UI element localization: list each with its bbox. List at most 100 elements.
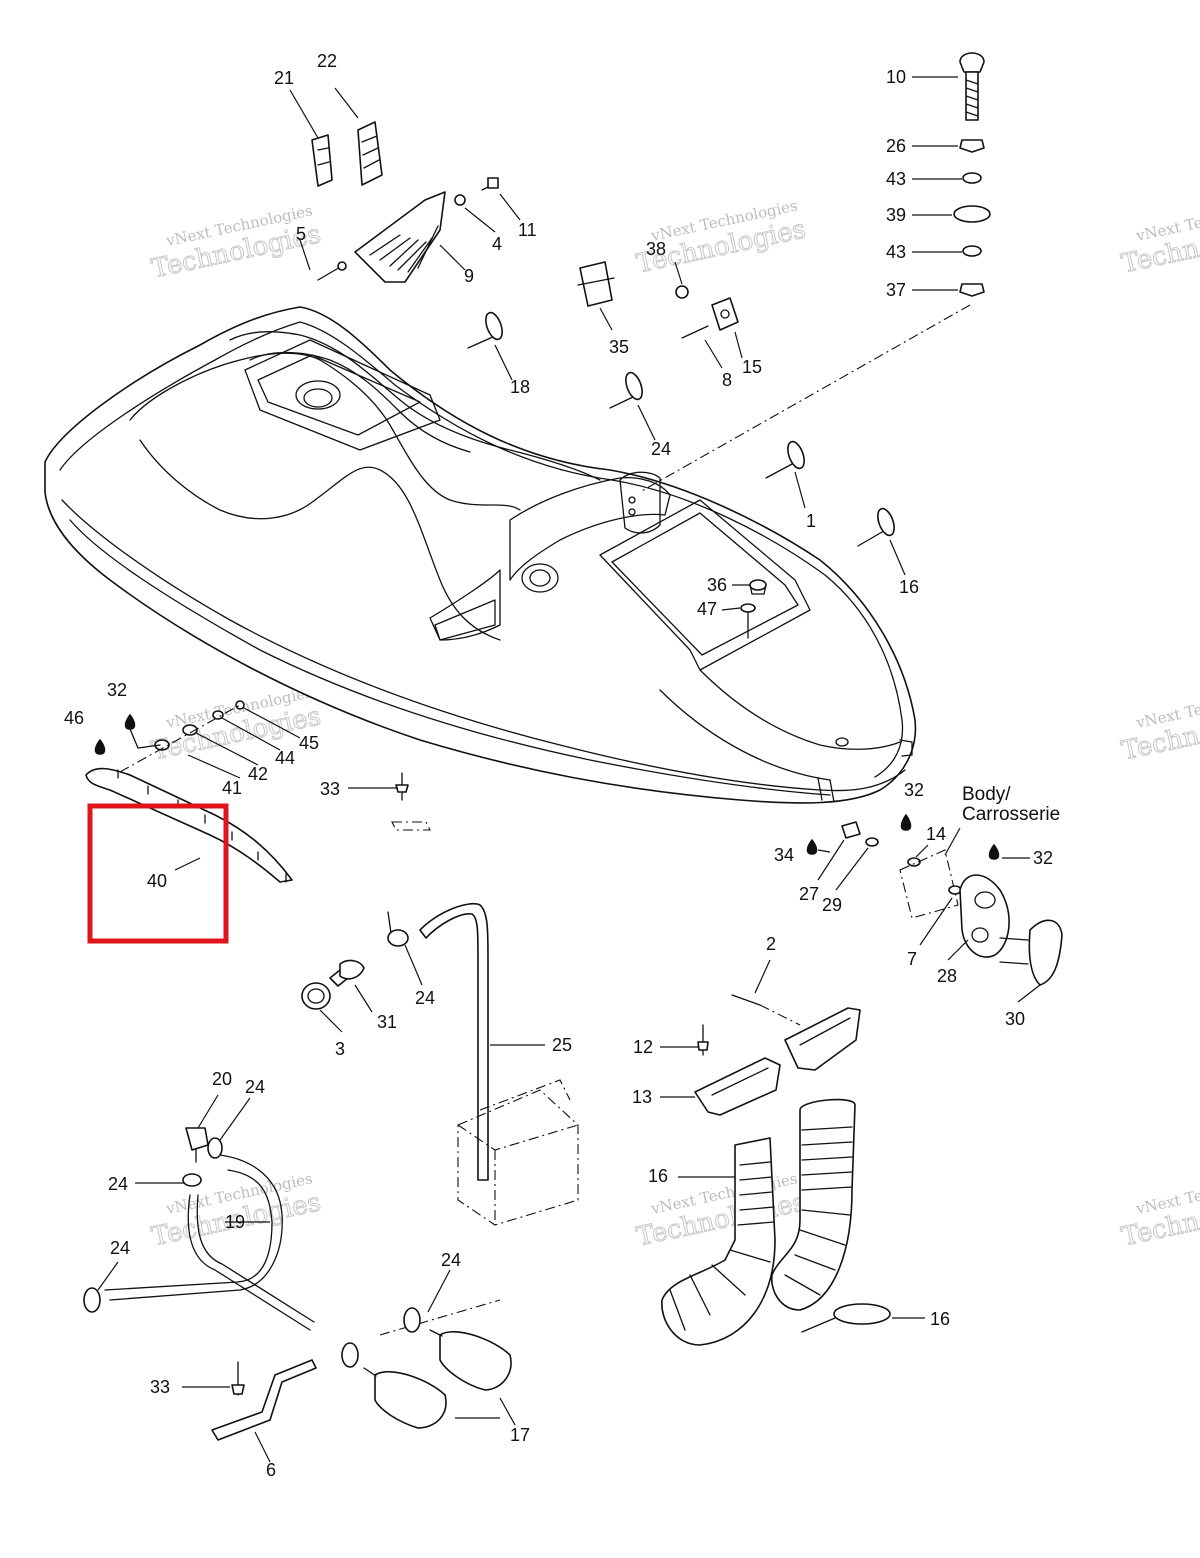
callout-27: 27 (799, 884, 819, 904)
part-9-vent-grille (354, 191, 446, 283)
callout-11: 11 (518, 220, 537, 240)
part-25-hose (419, 903, 489, 1181)
callout-24: 24 (108, 1174, 128, 1194)
part-38-fastener (675, 285, 689, 299)
leader-lines (97, 76, 1041, 1463)
watermark: vNext Technologies Technologies (1118, 1169, 1200, 1253)
part-24-clamp (207, 1137, 223, 1159)
body-mount-area (899, 849, 959, 919)
part-20-hose (104, 1154, 315, 1331)
part-24-cable-tie (387, 911, 409, 947)
part-33-rivet (231, 1361, 245, 1396)
callout-labels: 10 26 43 39 43 37 21 22 5 9 4 11 38 35 1… (64, 51, 1060, 1480)
callout-21: 20 (212, 1069, 232, 1089)
callout-20: 19 (225, 1212, 245, 1232)
part-28-housing (959, 874, 1010, 958)
part-18-bottles (363, 1329, 512, 1429)
callout-12: 12 (633, 1037, 653, 1057)
highlight-box-part-40 (87, 803, 229, 944)
callout-39: 39 (886, 205, 906, 225)
callout-4: 4 (492, 234, 502, 254)
callout-22: 21 (274, 68, 294, 88)
callout-45: 45 (299, 733, 319, 753)
callout-35: 35 (609, 337, 629, 357)
callout-25: 25 (552, 1035, 572, 1055)
callout-47: 47 (697, 599, 717, 619)
callout-43: 43 (886, 242, 906, 262)
part-37-nut (959, 283, 985, 297)
part-29-washer (865, 837, 879, 847)
part-10-bolt (959, 52, 985, 121)
callout-28: 28 (937, 966, 957, 986)
watermark: vNext Technologies Technologies (1118, 196, 1200, 280)
part-14-washer (907, 857, 921, 867)
part-23-clip (357, 121, 383, 186)
callout-19: 18 (510, 377, 530, 397)
part-40-rub-rail (85, 767, 293, 883)
part-1-cable-tie (765, 440, 805, 479)
callout-3: 3 (335, 1039, 345, 1059)
part-39-washer (953, 205, 991, 223)
callout-16: 16 (899, 577, 919, 597)
sealant-drop-icon (806, 839, 818, 855)
hull-body (44, 306, 917, 804)
part-21-elbow (185, 1127, 209, 1163)
part-17-vent-ducts (661, 1098, 856, 1346)
callout-24: 24 (651, 439, 671, 459)
part-24-clamp (341, 1342, 359, 1368)
callout-40: 40 (147, 871, 167, 891)
part-16-cable-tie (801, 1303, 891, 1333)
part-12-rivet (697, 1024, 709, 1056)
callout-24: 24 (245, 1077, 265, 1097)
callout-16: 16 (930, 1309, 950, 1329)
part-24-cable-tie (609, 371, 643, 409)
callout-5: 5 (296, 224, 306, 244)
part-15-plate (711, 297, 739, 331)
callout-18: 17 (510, 1425, 530, 1445)
callout-24: 24 (110, 1238, 130, 1258)
part-8-screw (681, 325, 709, 339)
section-title: Carrosserie (962, 804, 1060, 825)
part-35-clip (577, 261, 615, 307)
watermark: vNext Technologies Technologies (1118, 683, 1200, 767)
callout-43: 43 (886, 169, 906, 189)
sealant-drop-icon (988, 844, 1000, 860)
callout-14: 14 (926, 824, 946, 844)
callout-9: 9 (464, 266, 474, 286)
part-27-nut (841, 821, 861, 839)
callout-17: 16 (648, 1166, 668, 1186)
part-6-bracket (211, 1359, 317, 1441)
callout-46: 46 (64, 708, 84, 728)
part-31-fitting (329, 959, 365, 987)
callout-26: 26 (886, 136, 906, 156)
callout-36: 36 (707, 575, 727, 595)
battery-outline (457, 1079, 579, 1226)
part-24-clamp (83, 1287, 101, 1313)
callout-23: 22 (317, 51, 337, 71)
watermark: vNext Technologies Technologies (633, 196, 809, 280)
part-11-screw (481, 177, 499, 191)
callout-6: 6 (266, 1460, 276, 1480)
callout-1: 1 (806, 511, 816, 531)
callout-41: 41 (222, 778, 242, 798)
part-2-screw (731, 994, 761, 1006)
callout-32: 32 (107, 680, 127, 700)
part-24-clamp (403, 1307, 421, 1333)
callout-10: 10 (886, 67, 906, 87)
part-26-nut (959, 139, 985, 153)
callout-33: 33 (150, 1377, 170, 1397)
sealant-drop-icon (94, 739, 106, 755)
part-16-cable-tie (857, 507, 895, 547)
callout-37: 37 (886, 280, 906, 300)
callout-38: 38 (646, 239, 666, 259)
sealant-drop-icon (124, 714, 136, 730)
part-30-cover (999, 919, 1063, 986)
callout-32: 32 (904, 780, 924, 800)
part-47-plug (740, 603, 756, 639)
part-24-clamp (182, 1173, 202, 1187)
callout-13: 13 (632, 1087, 652, 1107)
callout-7: 7 (907, 949, 917, 969)
callout-34: 34 (774, 845, 794, 865)
